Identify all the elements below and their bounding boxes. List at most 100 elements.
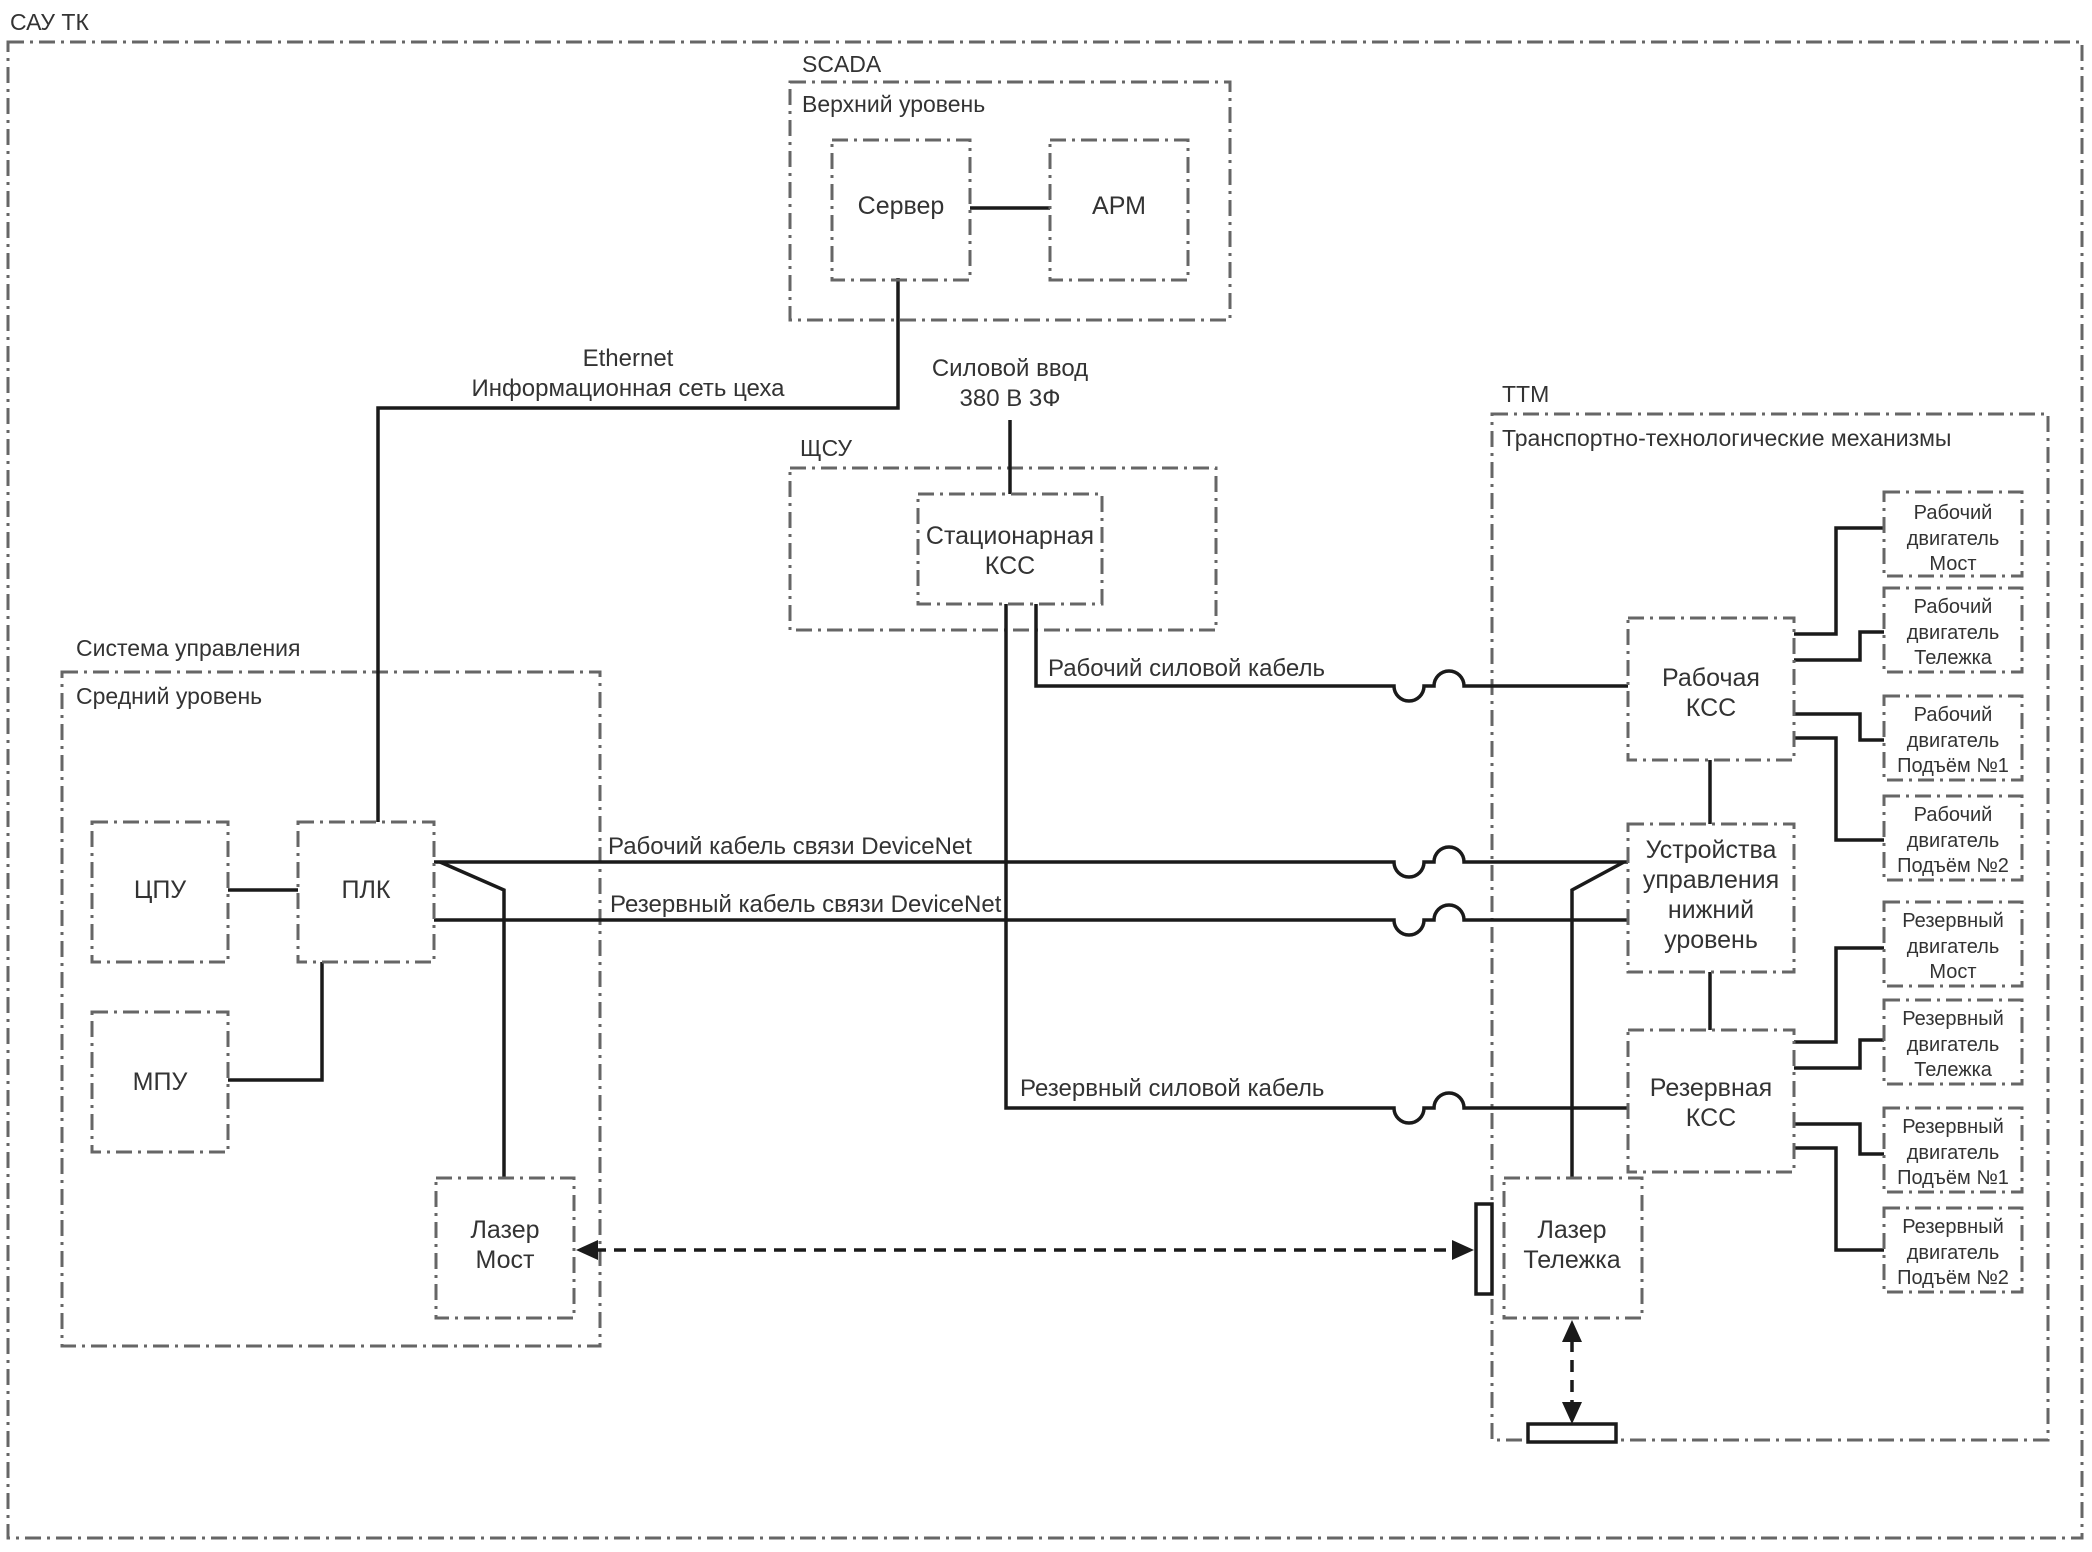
label-scada: SCADA: [802, 51, 882, 77]
node-reserve-motor-hoist2: Резервный двигатель Подъём №2: [1882, 1206, 2024, 1294]
svg-text:Стационарная: Стационарная: [926, 522, 1094, 550]
label-sau-tk: САУ ТК: [10, 9, 89, 35]
laser-reflector-vertical: [1474, 1202, 1494, 1296]
wire-ethernet: [376, 278, 900, 822]
wire-reserve-power-cable: [1004, 604, 1628, 1125]
wire-reserve-devicenet: [434, 903, 1628, 937]
laser-reflector-horizontal: [1526, 1422, 1618, 1444]
label-middle-level: Средний уровень: [76, 683, 262, 709]
svg-text:КСС: КСС: [1686, 1104, 1736, 1132]
node-laser-bridge: Лазер Мост: [434, 1176, 576, 1320]
label-working-power-cable: Рабочий силовой кабель: [1048, 655, 1325, 682]
laser-link-arrow-right: [1452, 1240, 1474, 1260]
svg-text:Мост: Мост: [476, 1246, 536, 1274]
svg-text:двигатель: двигатель: [1907, 1034, 2000, 1056]
svg-text:Подъём №2: Подъём №2: [1897, 855, 2009, 877]
svg-text:Резервный: Резервный: [1902, 1116, 2004, 1138]
node-reserve-motor-trolley: Резервный двигатель Тележка: [1882, 998, 2024, 1086]
svg-text:Рабочий: Рабочий: [1914, 502, 1993, 524]
svg-text:КСС: КСС: [985, 552, 1035, 580]
label-working-devicenet: Рабочий кабель связи DeviceNet: [608, 833, 972, 860]
frame-control-system: [60, 670, 602, 1348]
svg-text:Подъём №2: Подъём №2: [1897, 1267, 2009, 1289]
svg-text:АРМ: АРМ: [1092, 192, 1146, 220]
svg-text:двигатель: двигатель: [1907, 528, 2000, 550]
svg-text:Тележка: Тележка: [1914, 647, 1993, 669]
svg-text:двигатель: двигатель: [1907, 730, 2000, 752]
label-control-system: Система управления: [76, 635, 300, 661]
wire-wkss-motor-hoist2: [1794, 736, 1884, 842]
label-shsu: ЩСУ: [800, 435, 852, 461]
label-upper-level: Верхний уровень: [802, 91, 985, 117]
svg-text:Лазер: Лазер: [1537, 1216, 1606, 1244]
svg-text:двигатель: двигатель: [1907, 622, 2000, 644]
svg-text:Резервный: Резервный: [1902, 1008, 2004, 1030]
svg-text:Рабочий: Рабочий: [1914, 804, 1993, 826]
svg-text:МПУ: МПУ: [133, 1068, 188, 1096]
label-ttm: ТТМ: [1502, 381, 1549, 407]
wire-working-devicenet: [434, 845, 1628, 879]
svg-text:Подъём №1: Подъём №1: [1897, 755, 2009, 777]
node-mpu: МПУ: [90, 1010, 230, 1154]
svg-text:двигатель: двигатель: [1907, 830, 2000, 852]
node-working-kss: Рабочая КСС: [1626, 616, 1796, 762]
svg-text:Тележка: Тележка: [1523, 1246, 1620, 1274]
svg-text:ПЛК: ПЛК: [342, 876, 391, 904]
frame-scada: [788, 80, 1232, 322]
node-reserve-motor-hoist1: Резервный двигатель Подъём №1: [1882, 1106, 2024, 1194]
laser-link-arrow-down: [1562, 1402, 1582, 1424]
frame-shsu: [788, 466, 1218, 632]
svg-text:двигатель: двигатель: [1907, 1242, 2000, 1264]
wire-tap-laser-bridge: [439, 860, 506, 1178]
node-laser-trolley: Лазер Тележка: [1502, 1176, 1644, 1320]
svg-text:Мост: Мост: [1929, 961, 1976, 983]
svg-text:ЦПУ: ЦПУ: [134, 876, 186, 904]
laser-link-arrow-left: [576, 1240, 598, 1260]
svg-text:Резервный: Резервный: [1902, 1216, 2004, 1238]
node-reserve-kss: Резервная КСС: [1626, 1028, 1796, 1174]
wire-wkss-motor-trolley: [1794, 630, 1884, 662]
wire-rkss-motor-hoist1: [1794, 1122, 1884, 1156]
node-working-motor-bridge: Рабочий двигатель Мост: [1882, 490, 2024, 578]
frame-sau-tk: [6, 40, 2084, 1540]
label-ttm-full: Транспортно-технологические механизмы: [1502, 425, 1951, 451]
node-lower-level-devices: Устройства управления нижний уровень: [1626, 822, 1796, 974]
label-ethernet-network: Информационная сеть цеха: [472, 375, 786, 402]
svg-text:Подъём №1: Подъём №1: [1897, 1167, 2009, 1189]
svg-text:Резервная: Резервная: [1650, 1074, 1772, 1102]
svg-text:Рабочая: Рабочая: [1662, 664, 1760, 692]
node-cpu: ЦПУ: [90, 820, 230, 964]
svg-text:Рабочий: Рабочий: [1914, 596, 1993, 618]
node-working-motor-hoist2: Рабочий двигатель Подъём №2: [1882, 794, 2024, 882]
node-working-motor-trolley: Рабочий двигатель Тележка: [1882, 586, 2024, 674]
label-power-input-voltage: 380 В 3Ф: [960, 385, 1061, 412]
svg-text:Лазер: Лазер: [470, 1216, 539, 1244]
svg-text:Мост: Мост: [1929, 553, 1976, 575]
wire-rkss-motor-bridge: [1794, 946, 1884, 1044]
label-reserve-devicenet: Резервный кабель связи DeviceNet: [610, 891, 1002, 918]
svg-text:Тележка: Тележка: [1914, 1059, 1993, 1081]
svg-text:управления: управления: [1643, 866, 1779, 894]
label-reserve-power-cable: Резервный силовой кабель: [1020, 1075, 1324, 1102]
svg-text:Резервный: Резервный: [1902, 910, 2004, 932]
wire-rkss-motor-trolley: [1794, 1038, 1884, 1070]
svg-text:нижний: нижний: [1668, 896, 1754, 924]
node-server: Сервер: [830, 138, 972, 282]
svg-text:Устройства: Устройства: [1646, 836, 1777, 864]
wire-mpu-plc: [228, 962, 324, 1082]
label-ethernet: Ethernet: [583, 345, 674, 372]
svg-text:двигатель: двигатель: [1907, 1142, 2000, 1164]
wire-tap-laser-trolley: [1570, 860, 1625, 1178]
svg-text:двигатель: двигатель: [1907, 936, 2000, 958]
frame-ttm: [1490, 412, 2050, 1442]
label-power-input: Силовой ввод: [932, 355, 1088, 382]
svg-text:уровень: уровень: [1664, 926, 1758, 954]
laser-link-arrow-up: [1562, 1320, 1582, 1342]
node-stationary-kss: Стационарная КСС: [916, 492, 1104, 606]
node-plc: ПЛК: [296, 820, 436, 964]
node-reserve-motor-bridge: Резервный двигатель Мост: [1882, 900, 2024, 988]
svg-text:Сервер: Сервер: [858, 192, 945, 220]
wire-wkss-motor-bridge: [1794, 526, 1884, 636]
node-working-motor-hoist1: Рабочий двигатель Подъём №1: [1882, 694, 2024, 782]
